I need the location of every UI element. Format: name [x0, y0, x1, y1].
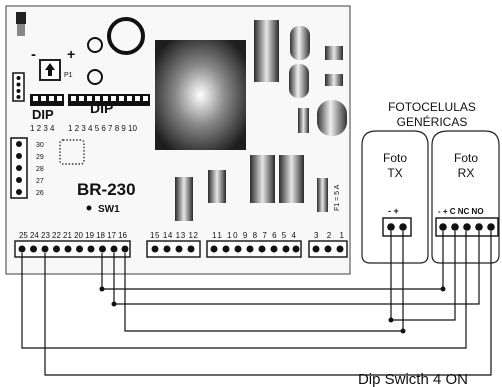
- capacitor-2: [289, 64, 309, 98]
- fuse-label: F1 = 5 A: [334, 184, 341, 211]
- board-model-label: BR-230: [77, 180, 136, 199]
- terminal-block-b-screws: [210, 245, 300, 253]
- wire-junction-dots: [99, 286, 446, 334]
- dip-switch-4: [30, 94, 64, 106]
- potentiometer-label: P1: [64, 72, 73, 79]
- photocells-title-line1: FOTOCELULAS: [388, 100, 476, 114]
- diode-component: [16, 12, 26, 24]
- side-pin-26: 26: [36, 190, 44, 197]
- rx-terminal-screws: [439, 223, 495, 231]
- relay-5: [208, 170, 226, 203]
- rx-terminal-labels: - + C NC NO: [438, 207, 484, 216]
- microcontroller-chip: [59, 139, 85, 165]
- terminal-block-a-screws: [151, 245, 195, 253]
- side-pin-29: 29: [36, 154, 44, 161]
- plus-sign: +: [67, 46, 75, 62]
- capacitor-1: [290, 26, 310, 60]
- dip-large-numbers: 1 2 3 4 5 6 7 8 9 10: [68, 124, 137, 133]
- arrow-up-icon: [45, 63, 55, 76]
- component-small-1: [325, 46, 343, 60]
- side-pin-30: 30: [36, 142, 44, 149]
- pin-header-4: [12, 72, 25, 102]
- capacitor-3: [317, 100, 347, 136]
- sw1-label: SW1: [98, 204, 120, 215]
- sw1-button: [86, 205, 92, 211]
- tx-line2: TX: [387, 166, 402, 180]
- terminal-block-c-screws: [312, 245, 344, 253]
- relay-3: [279, 155, 304, 203]
- side-pin-27: 27: [36, 178, 44, 185]
- tx-terminal: [382, 217, 412, 237]
- terminal-block-left-screws: [18, 245, 129, 253]
- component-small-2: [325, 74, 343, 86]
- terminal-block-b-numbers: 11 10 9 8 7 6 5 4: [212, 231, 297, 240]
- minus-sign: -: [31, 46, 36, 63]
- dip-switch-10: [68, 94, 150, 106]
- terminal-block-b: [206, 240, 302, 258]
- small-ring-b: [87, 69, 103, 85]
- relay-4: [175, 177, 193, 221]
- relay-1: [254, 20, 279, 82]
- terminal-block-left: [14, 240, 131, 258]
- relay-2: [250, 155, 275, 203]
- side-pin-28: 28: [36, 166, 44, 173]
- caption: Dip Swicth 4 ON: [358, 371, 468, 387]
- dip-small-numbers: 1 2 3 4: [30, 124, 55, 133]
- terminal-block-a-numbers: 15 14 13 12: [150, 231, 199, 240]
- photocells-title-line2: GENÉRICAS: [397, 114, 468, 129]
- power-module: [155, 40, 246, 150]
- terminal-block-c-numbers: 3 2 1: [314, 231, 345, 240]
- dip-large-label: DIP: [90, 100, 113, 116]
- left-terminal-numbers: 25 24 23 22 21 20 19 18 17 16: [19, 231, 128, 240]
- tx-polarity: - +: [388, 206, 399, 216]
- dip-small-label: DIP: [32, 107, 54, 122]
- small-ring-a: [87, 37, 103, 53]
- tx-line1: Foto: [383, 151, 407, 165]
- diode-leg: [17, 24, 25, 36]
- rx-line1: Foto: [454, 151, 478, 165]
- wiring: [21, 231, 492, 376]
- component-small-4: [317, 178, 328, 212]
- large-ring: [107, 17, 145, 55]
- terminal-block-a: [146, 240, 201, 258]
- rx-line2: RX: [458, 166, 475, 180]
- component-small-3: [298, 108, 309, 133]
